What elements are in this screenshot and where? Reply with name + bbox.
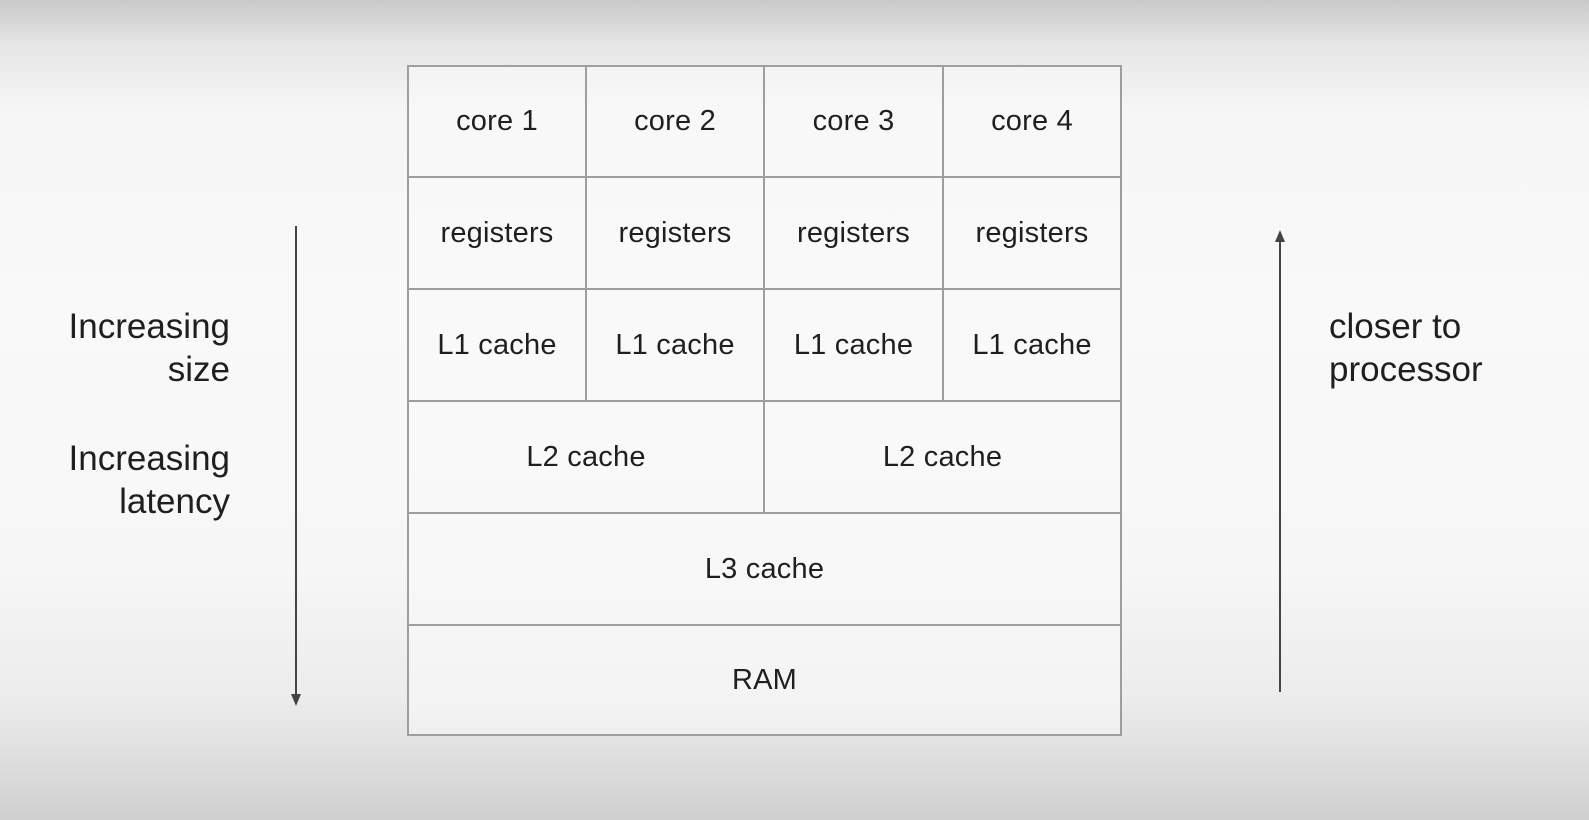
increasing-size-line2: size (167, 350, 230, 389)
registers-cell: registers (585, 176, 765, 290)
closer-to-processor-label: closer to processor (1329, 305, 1483, 391)
core-cell: core 4 (942, 65, 1122, 178)
core-cell: core 1 (407, 65, 587, 178)
l1-cache-cell: L1 cache (763, 288, 944, 402)
l2-cache-cell: L2 cache (407, 400, 765, 514)
core-label: core 4 (991, 105, 1073, 137)
registers-label: registers (797, 216, 910, 249)
l1-cache-cell: L1 cache (585, 288, 765, 402)
registers-cell: registers (763, 176, 944, 290)
core-cell: core 2 (585, 65, 765, 178)
down-arrow-icon (291, 226, 301, 706)
l2-cache-cell: L2 cache (763, 400, 1122, 514)
registers-cell: registers (407, 176, 587, 290)
l1-cache-label: L1 cache (972, 328, 1092, 361)
increasing-latency-line2: latency (119, 482, 230, 521)
closer-to-processor-line2: processor (1329, 350, 1483, 389)
memory-hierarchy-grid: core 1 core 2 core 3 core 4 registers re… (407, 65, 1122, 736)
increasing-size-line1: Increasing (68, 307, 230, 346)
increasing-latency-label: Increasing latency (69, 437, 230, 523)
increasing-latency-line1: Increasing (68, 439, 230, 478)
registers-cell: registers (942, 176, 1122, 290)
l1-cache-label: L1 cache (793, 328, 914, 361)
l1-cache-cell: L1 cache (942, 288, 1122, 402)
l1-cache-cell: L1 cache (407, 288, 587, 402)
l2-cache-label: L2 cache (526, 440, 646, 473)
up-arrow-icon (1275, 230, 1285, 692)
ram-label: RAM (731, 663, 798, 696)
registers-label: registers (975, 216, 1089, 249)
core-label: core 1 (456, 105, 538, 137)
registers-label: registers (618, 216, 732, 249)
l1-cache-label: L1 cache (615, 328, 735, 361)
closer-to-processor-line1: closer to (1329, 307, 1462, 346)
l2-cache-label: L2 cache (882, 440, 1003, 473)
ram-cell: RAM (407, 624, 1122, 736)
increasing-size-label: Increasing size (69, 305, 230, 391)
core-cell: core 3 (763, 65, 944, 178)
core-label: core 2 (634, 105, 716, 137)
l3-cache-cell: L3 cache (407, 512, 1122, 626)
registers-label: registers (440, 216, 554, 249)
l3-cache-label: L3 cache (704, 552, 825, 585)
l1-cache-label: L1 cache (437, 328, 557, 361)
core-label: core 3 (812, 105, 895, 137)
